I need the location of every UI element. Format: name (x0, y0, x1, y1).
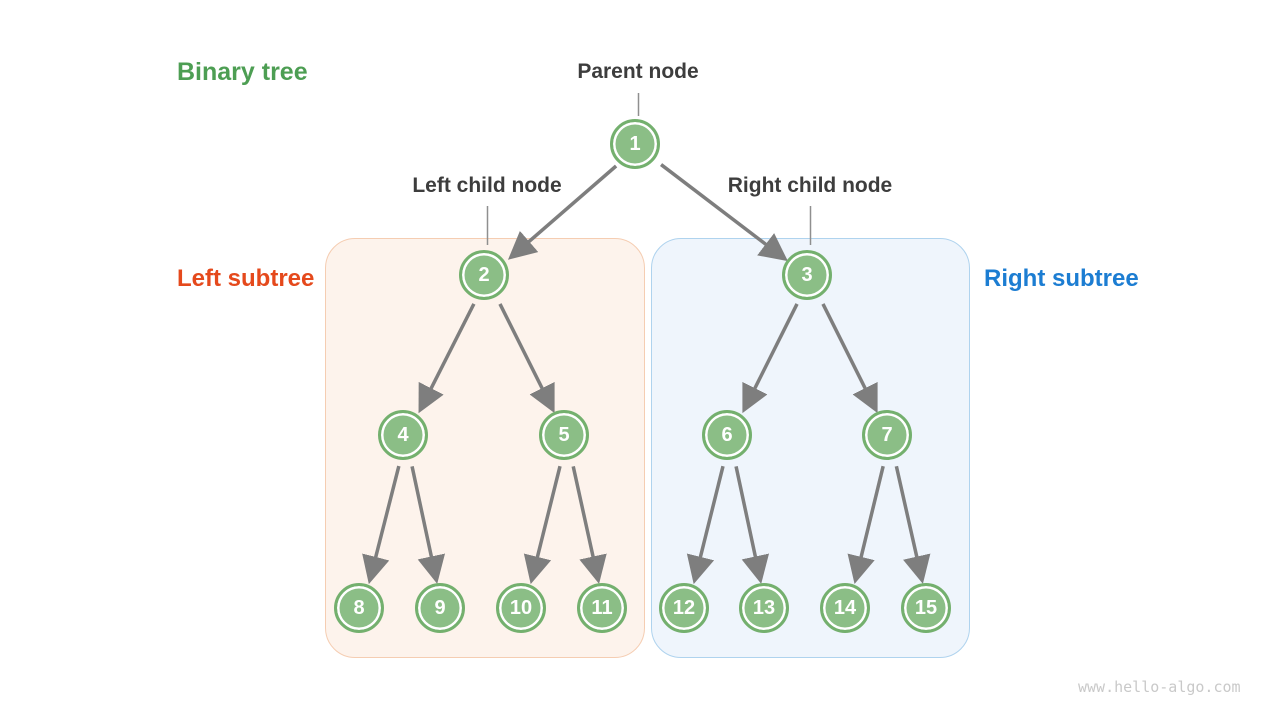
tree-node-12: 12 (659, 583, 709, 633)
tree-node-11: 11 (577, 583, 627, 633)
tree-node-4: 4 (378, 410, 428, 460)
tree-node-2: 2 (459, 250, 509, 300)
diagram-title: Binary tree (177, 58, 308, 86)
tree-node-15: 15 (901, 583, 951, 633)
tree-node-13: 13 (739, 583, 789, 633)
left-child-node-label: Left child node (412, 174, 562, 197)
tree-node-10: 10 (496, 583, 546, 633)
watermark: www.hello-algo.com (1078, 678, 1241, 696)
right-child-node-label: Right child node (727, 174, 893, 197)
tree-node-6: 6 (702, 410, 752, 460)
tree-node-8: 8 (334, 583, 384, 633)
parent-node-label: Parent node (577, 60, 699, 83)
tree-node-5: 5 (539, 410, 589, 460)
tree-node-7: 7 (862, 410, 912, 460)
right-subtree-label: Right subtree (984, 265, 1139, 292)
tree-node-9: 9 (415, 583, 465, 633)
tree-node-1: 1 (610, 119, 660, 169)
left-subtree-label: Left subtree (177, 265, 315, 292)
tree-node-3: 3 (782, 250, 832, 300)
tree-node-14: 14 (820, 583, 870, 633)
